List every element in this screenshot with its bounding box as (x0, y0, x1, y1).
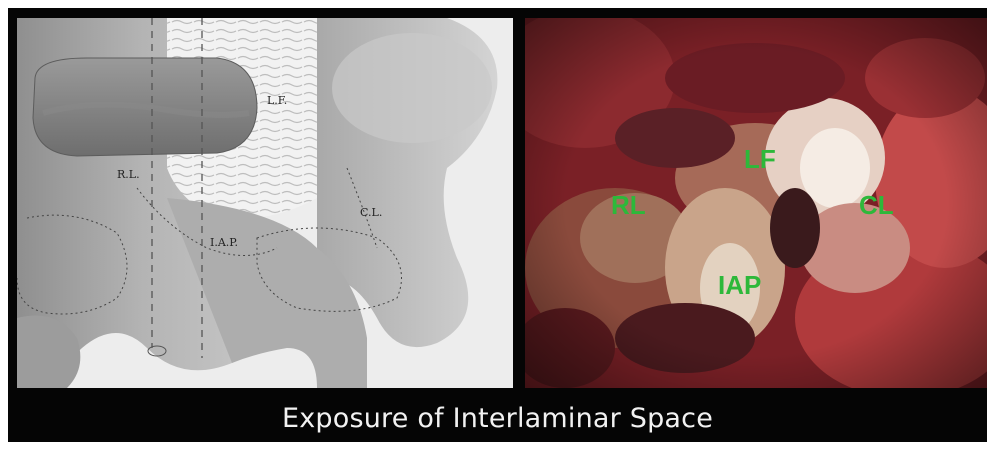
endoscopic-photo: LF RL IAP CL (525, 18, 987, 388)
photo-label-rl: RL (611, 190, 646, 220)
diagram-label-rl: R.L. (117, 168, 140, 181)
photo-label-lf: LF (744, 144, 776, 174)
spine-diagram-panel: L.F. R.L. I.A.P. C.L. (17, 18, 513, 388)
slide-caption: Exposure of Interlaminar Space (8, 399, 987, 439)
diagram-label-iap: I.A.P. (210, 236, 238, 249)
photo-label-iap: IAP (718, 270, 761, 300)
spine-diagram: L.F. R.L. I.A.P. C.L. (17, 18, 513, 388)
diagram-label-cl: C.L. (360, 206, 382, 219)
upper-right-process (332, 33, 492, 143)
diagram-label-lf: L.F. (267, 94, 287, 107)
photo-label-cl: CL (859, 190, 894, 220)
endoscopic-photo-panel: LF RL IAP CL (525, 18, 987, 388)
slide-frame: L.F. R.L. I.A.P. C.L. (8, 8, 987, 442)
